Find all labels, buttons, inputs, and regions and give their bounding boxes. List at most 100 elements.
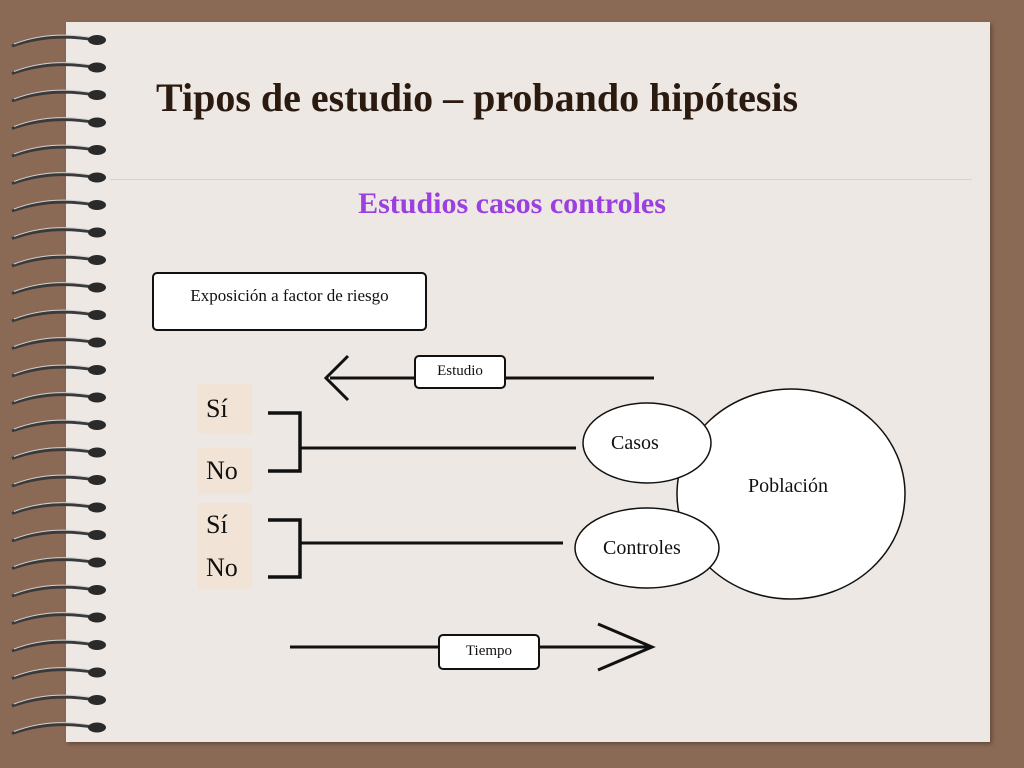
spiral-wire <box>11 200 97 213</box>
spiral-wire-highlight <box>13 584 95 595</box>
spiral-hole <box>88 117 106 128</box>
spiral-hole <box>88 475 106 485</box>
group-1-yes: Sí <box>198 384 252 434</box>
spiral-hole <box>88 227 106 238</box>
population-label: Población <box>748 475 828 497</box>
spiral-hole <box>88 722 106 733</box>
group-1-no: No <box>198 448 252 494</box>
spiral-hole <box>88 612 106 623</box>
cases-label: Casos <box>611 432 659 454</box>
spiral-wire <box>11 35 97 48</box>
spiral-hole <box>88 667 106 678</box>
arrow-right-icon <box>597 622 656 672</box>
spiral-hole <box>88 172 106 183</box>
spiral-wire-highlight <box>13 227 95 237</box>
spiral-wire-highlight <box>13 557 95 567</box>
spiral-hole <box>88 200 106 210</box>
spiral-hole <box>88 62 106 73</box>
spiral-wire-highlight <box>13 694 95 705</box>
spiral-wire-highlight <box>13 392 95 402</box>
spiral-wire <box>11 668 97 680</box>
spiral-wire <box>11 283 97 295</box>
spiral-binding-icon <box>11 34 106 735</box>
spiral-wire-highlight <box>13 144 95 155</box>
spiral-wire <box>11 90 97 103</box>
spiral-wire-highlight <box>13 502 95 512</box>
group-2-yes: Sí <box>198 503 252 547</box>
spiral-wire <box>11 613 97 625</box>
spiral-hole <box>88 90 106 100</box>
spiral-hole <box>88 392 106 403</box>
spiral-hole <box>88 420 106 430</box>
spiral-wire-highlight <box>13 34 95 45</box>
spiral-wire-highlight <box>13 199 95 210</box>
spiral-wire <box>11 585 97 598</box>
spiral-wire <box>11 448 97 460</box>
spiral-hole <box>88 35 106 45</box>
slide-title: Tipos de estudio – probando hipótesis <box>156 75 799 120</box>
spiral-wire <box>11 338 97 350</box>
spiral-wire <box>11 145 97 158</box>
controls-ellipse <box>574 507 720 589</box>
spiral-wire-highlight <box>13 172 95 182</box>
title-divider <box>110 179 972 180</box>
spiral-wire <box>11 475 97 488</box>
spiral-wire-highlight <box>13 529 95 540</box>
spiral-wire <box>11 723 97 735</box>
spiral-wire-highlight <box>13 62 95 72</box>
spiral-wire-highlight <box>13 667 95 677</box>
study-label-box: Estudio <box>414 355 506 389</box>
spiral-hole <box>88 557 106 568</box>
spiral-wire <box>11 420 97 433</box>
spiral-hole <box>88 365 106 375</box>
spiral-wire <box>11 228 97 240</box>
spiral-hole <box>88 585 106 595</box>
spiral-wire <box>11 640 97 653</box>
spiral-wire <box>11 173 97 185</box>
spiral-hole <box>88 695 106 705</box>
spiral-wire-highlight <box>13 309 95 320</box>
spiral-hole <box>88 255 106 265</box>
controls-label: Controles <box>603 537 681 559</box>
spiral-wire <box>11 393 97 405</box>
spiral-wire <box>11 255 97 268</box>
spiral-wire-highlight <box>13 639 95 650</box>
spiral-hole <box>88 640 106 650</box>
spiral-hole <box>88 282 106 293</box>
spiral-wire <box>11 530 97 543</box>
spiral-wire <box>11 558 97 570</box>
spiral-hole <box>88 530 106 540</box>
spiral-wire-highlight <box>13 117 95 127</box>
spiral-wire-highlight <box>13 364 95 375</box>
spiral-wire-highlight <box>13 474 95 485</box>
cases-ellipse <box>582 402 712 484</box>
bracket-group-1 <box>268 411 302 473</box>
spiral-hole <box>88 447 106 458</box>
spiral-wire <box>11 503 97 515</box>
spiral-hole <box>88 337 106 348</box>
exposure-box: Exposición a factor de riesgo <box>152 272 427 331</box>
population-circle <box>676 388 906 600</box>
bracket-group-2 <box>268 518 302 579</box>
group-2-no: No <box>198 547 252 589</box>
arrow-left-icon <box>323 354 350 402</box>
spiral-wire-highlight <box>13 89 95 100</box>
spiral-wire-highlight <box>13 282 95 292</box>
spiral-wire-highlight <box>13 612 95 622</box>
spiral-wire-highlight <box>13 447 95 457</box>
slide-page <box>66 22 990 742</box>
spiral-hole <box>88 145 106 155</box>
spiral-wire <box>11 310 97 323</box>
time-label-box: Tiempo <box>438 634 540 670</box>
spiral-wire-highlight <box>13 419 95 430</box>
spiral-wire <box>11 695 97 708</box>
spiral-hole <box>88 502 106 513</box>
slide-subtitle: Estudios casos controles <box>358 187 666 220</box>
spiral-hole <box>88 310 106 320</box>
spiral-wire-highlight <box>13 722 95 732</box>
spiral-wire <box>11 63 97 75</box>
spiral-wire-highlight <box>13 254 95 265</box>
spiral-wire <box>11 118 97 130</box>
spiral-wire <box>11 365 97 378</box>
